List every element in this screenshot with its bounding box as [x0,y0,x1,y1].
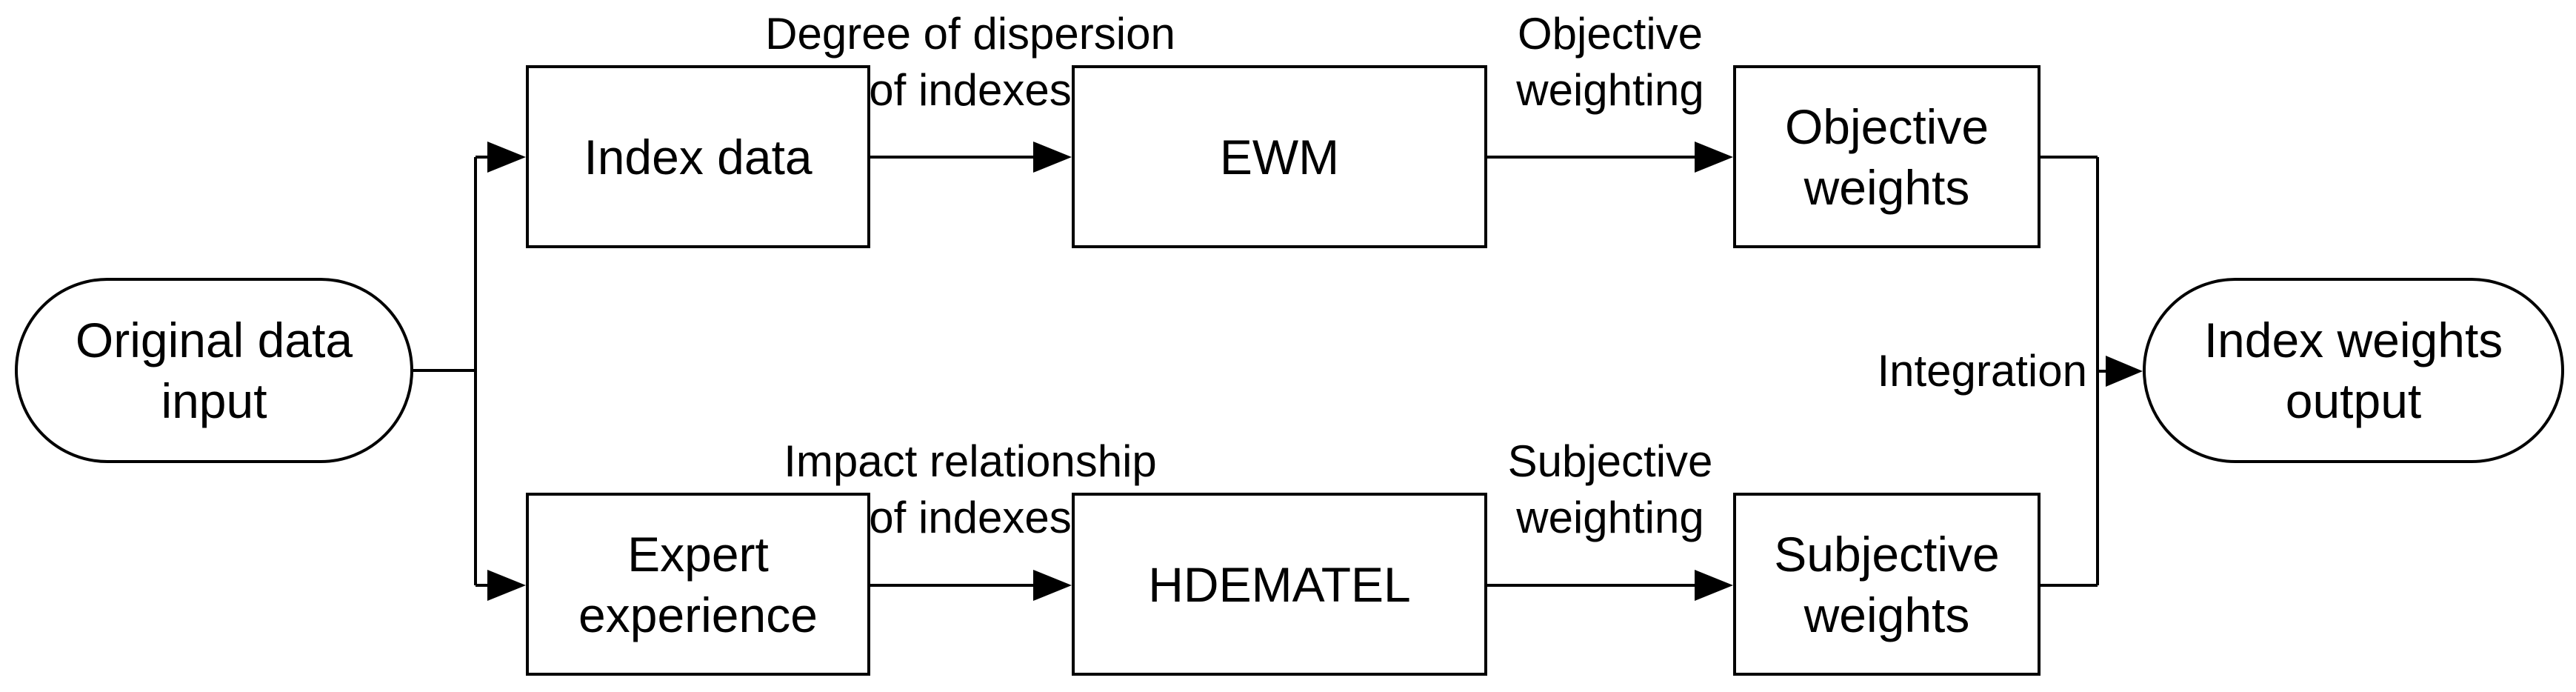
edge-label-line: Objective [1517,9,1704,59]
node-label-line: Index weights [2203,313,2503,367]
arrowhead-into-objective-weights [1695,142,1733,173]
node-label-line: output [2285,373,2422,428]
edge-label-degree-of-dispersion: Degree of dispersion of indexes [765,6,1175,119]
node-label-line: Subjective [1774,526,2000,582]
arrowhead-into-index-weights-output [2106,356,2143,387]
arrowhead-into-subjective-weights [1695,570,1733,601]
arrowhead-into-ewm [1033,142,1072,173]
node-label-line: Index data [584,129,812,184]
edge-label-line: of indexes [869,65,1072,115]
node-hdematel: HDEMATEL [1072,493,1487,676]
edge-label-impact-relationship: Impact relationship of indexes [784,433,1157,546]
arrowhead-into-hdematel [1033,570,1072,601]
node-index-weights-output: Index weights output [2143,278,2564,463]
node-label-line: weights [1803,159,1970,215]
node-label-line: Original data [75,313,353,367]
node-label-line: Objective [1784,99,1989,154]
node-objective-weights: Objective weights [1733,65,2041,248]
node-ewm: EWM [1072,65,1487,248]
edge-label-line: of indexes [869,493,1072,542]
arrowhead-into-index-data [487,142,526,173]
edge-label-subjective-weighting: Subjective weighting [1508,433,1713,546]
arrowhead-into-expert-experience [487,570,526,601]
edge-label-line: Degree of dispersion [765,9,1175,59]
edge-label-objective-weighting: Objective weighting [1516,6,1704,119]
edge-label-line: Integration [1877,346,2087,396]
edge-label-line: Subjective [1507,436,1713,486]
node-label-line: weights [1803,587,1970,642]
node-expert-experience: Expert experience [526,493,870,676]
edge-label-integration: Integration [1877,343,2087,399]
node-original-data-input: Original data input [15,278,413,463]
node-index-data: Index data [526,65,870,248]
node-label-line: input [161,373,267,428]
node-label-line: experience [578,587,818,642]
node-label-line: HDEMATEL [1148,556,1411,612]
branch-connector-line [413,156,489,587]
edge-label-line: Impact relationship [784,436,1157,486]
integration-connector-line [2041,156,2107,587]
edge-label-line: weighting [1516,65,1704,115]
node-label-line: EWM [1219,129,1340,184]
node-subjective-weights: Subjective weights [1733,493,2041,676]
node-label-line: Expert [627,526,769,582]
edge-label-line: weighting [1516,493,1704,542]
